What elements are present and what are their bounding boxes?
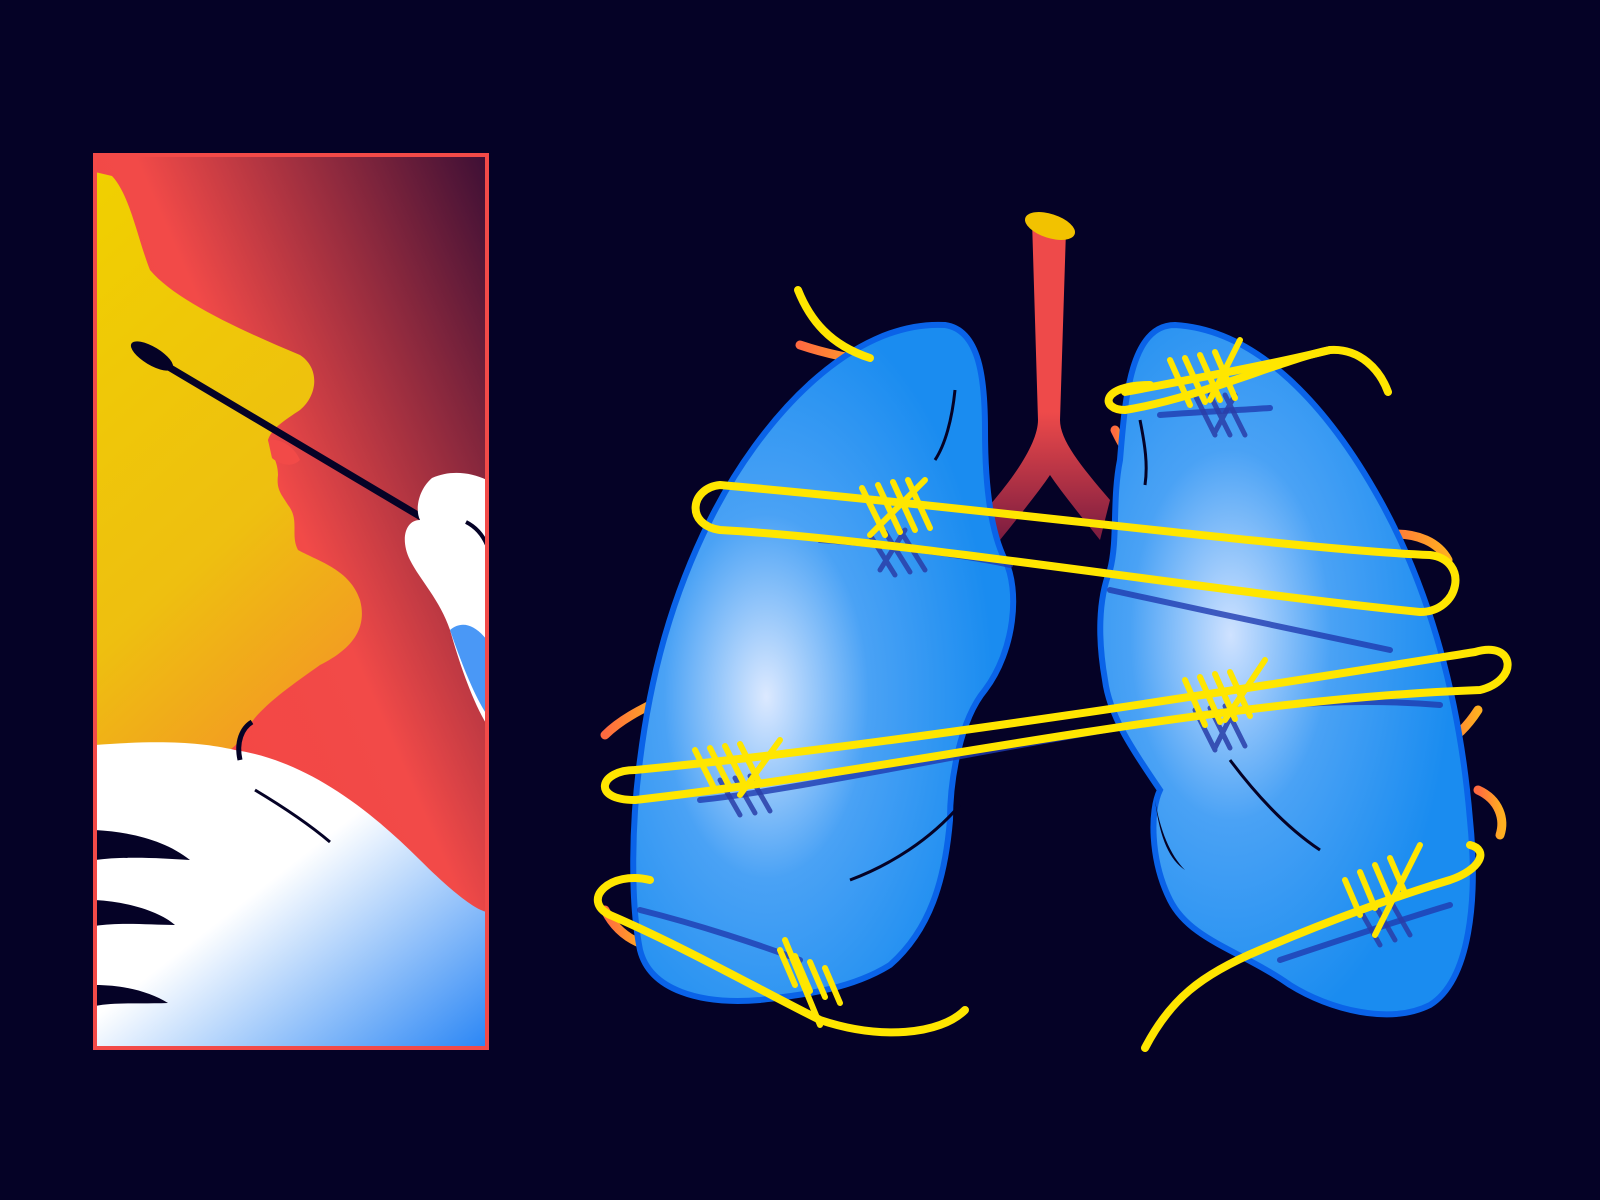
left-lung [630, 321, 1017, 1004]
barb-1 [859, 477, 933, 538]
lungs-figure [593, 212, 1512, 1052]
finger-gap-2 [95, 900, 175, 926]
barb-3 [1182, 657, 1268, 728]
barb-5 [777, 937, 843, 1028]
wire-strand-top-right [1104, 345, 1392, 414]
finger-gap-1 [95, 830, 190, 860]
barb-clusters [692, 337, 1423, 1028]
left-lung-fissure-1 [933, 389, 957, 461]
trachea-opening [1024, 212, 1076, 240]
chin-line [236, 719, 254, 761]
glove-stroke [254, 788, 331, 844]
wire-loop-upper [1121, 346, 1334, 396]
wire-loop-lower-left [593, 874, 969, 1037]
left-lung-fissure-2 [849, 804, 962, 882]
swab-tip [130, 341, 174, 371]
swab-test-panel [93, 153, 489, 1050]
panel-frame [93, 153, 489, 1050]
right-lung [1097, 321, 1476, 1018]
barbed-wire [593, 286, 1512, 1052]
right-lung-fissure-2 [1228, 759, 1321, 852]
trachea [990, 220, 1110, 540]
lower-glove [95, 742, 487, 1048]
glove-shade [450, 624, 487, 715]
wire-loop-middle-1 [691, 481, 1460, 616]
wire-strand-top-left [794, 286, 874, 362]
barb-2 [1167, 337, 1243, 408]
barb-4 [692, 737, 783, 798]
wire-strand-lower-right [1141, 841, 1485, 1052]
face-profile [95, 172, 362, 770]
right-lung-fissure-1 [1138, 419, 1148, 486]
nostril-shadow [268, 439, 300, 465]
barb-6 [1342, 842, 1423, 938]
wire-loop-middle-2 [600, 645, 1512, 804]
finger-gap-3 [95, 985, 168, 1006]
